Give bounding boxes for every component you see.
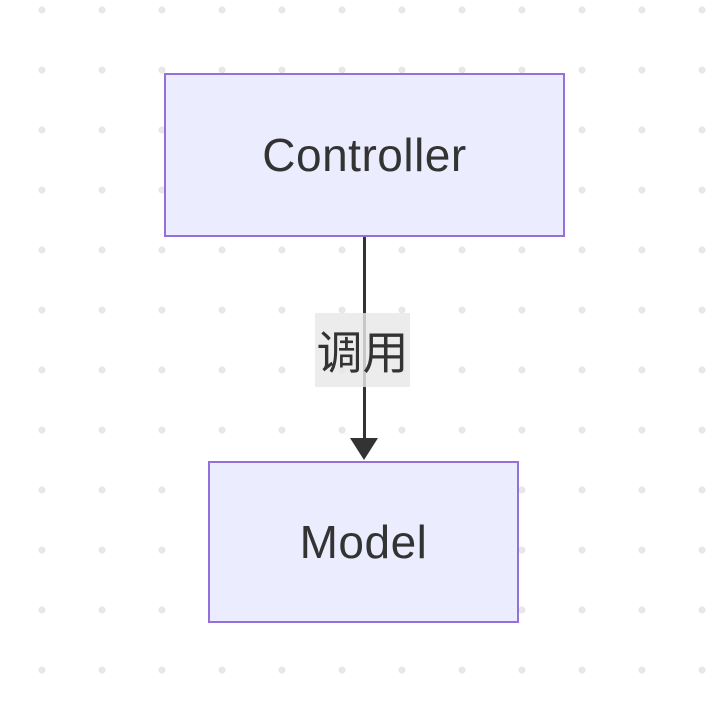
- node-controller-label: Controller: [262, 129, 467, 181]
- arrowhead-down-icon: [350, 438, 378, 460]
- edge-label: 调用: [315, 313, 410, 387]
- node-controller: Controller: [164, 73, 565, 237]
- node-model: Model: [208, 461, 519, 623]
- node-model-label: Model: [299, 516, 428, 568]
- edge-label-text: 调用: [316, 327, 409, 379]
